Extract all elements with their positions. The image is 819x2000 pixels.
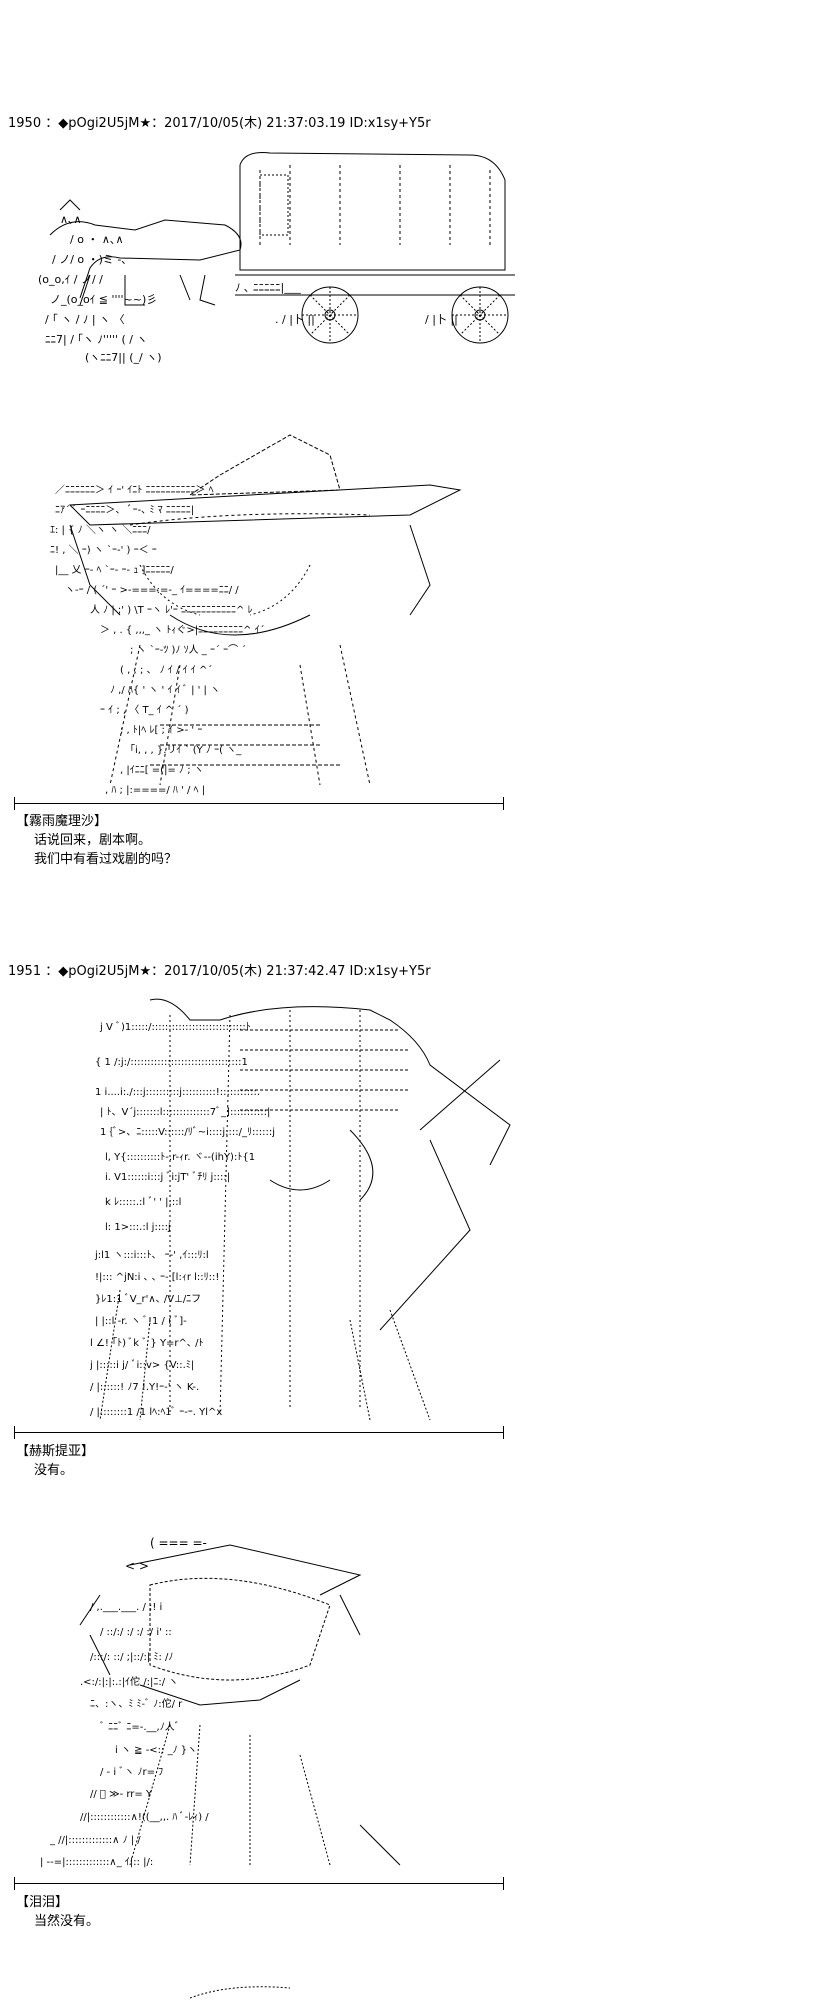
svg-text:}ﾚ1:1 ﾞV_r'∧､ /V⊥/ﾆフ: }ﾚ1:1 ﾞV_r'∧､ /V⊥/ﾆフ [95,1293,201,1305]
post-header-1951: 1951 ：◆pOgi2U5jM★：2017/10/05(木) 21:37:42… [8,964,431,979]
svg-text:j |:::::i j/ ﾞi::v>: j |:::::i j/ ﾞi::v> {V::.ﾐ| [90,1359,194,1371]
svg-text:_ //|:::::::::::::∧ ﾉ: _ //|:::::::::::::∧ ﾉ | / [49,1835,141,1846]
svg-text:{ 1 /:j:/:::::::::::: { 1 /:j:/:::::::::::::::::::::::::::::::… [95,1057,248,1068]
post-divider [14,797,504,810]
svg-text:/ ‐ i ﾞヽ ﾉr= ﾌ: / ‐ i ﾞヽ ﾉr= ﾌ [100,1766,163,1778]
svg-text:＞ , . { ,,,_ ヽ ﾄｨぐ>|ﾆﾆﾆﾆﾆﾆﾆﾆ: ＞ , . { ,,,_ ヽ ﾄｨぐ>|ﾆﾆﾆﾆﾆﾆﾆﾆﾆ^ ｲ´ [100,624,265,636]
svg-text:ｴ: | { ﾉ ＼ヽ ヽ ＼ﾆﾆﾆ/: ｴ: | { ﾉ ＼ヽ ヽ ＼ﾆﾆﾆ/ [50,524,151,536]
svg-text:( , ; ; 、 ﾉ ｲ / ｲ ｲ: ( , ; ; 、 ﾉ ｲ / ｲ ｲ ^´ [120,664,212,676]
svg-text:｢i, , , }.リｲ ` (Y ﾉ ｰ(: ｢i, , , }.リｲ ` (Y ﾉ ｰ( ヽ_ [130,744,242,756]
dialogue-line: 话说回来，剧本啊。 [34,833,152,848]
svg-text:k ﾚ:::::.:l ﾞ': k ﾚ:::::.:l ﾞ' ' |:::l [105,1196,181,1208]
svg-text:1 {ﾞ>、ﾆ:::::V::::::/ﾘﾞ~: 1 {ﾞ>、ﾆ:::::V::::::/ﾘﾞ~i::::j::::/_ﾘ::::… [100,1126,275,1138]
svg-text:人 ﾉ | ;' ) \T ｰヽ ﾚ'ｰ ﾆﾆﾆﾆﾆ: 人 ﾉ | ;' ) \T ｰヽ ﾚ'ｰ ﾆﾆﾆﾆﾆﾆﾆﾆﾆﾆﾆ^ ﾚ [90,604,253,616]
svg-text:ﾆ、:ヽ、ﾐ ﾐ-ﾞ ﾉ:佗/ r: ﾆ、:ヽ、ﾐ ﾐ-ﾞ ﾉ:佗/ r [90,1697,183,1710]
svg-text:/ ノ/ o ・)ミ -､: / ノ/ o ・)ミ -､ [52,253,127,266]
partial-ascii-art [189,1986,291,1999]
post-divider [14,1426,504,1439]
svg-text:(o_o,ｲ / ノ/ /: (o_o,ｲ / ノ/ / [38,273,103,286]
svg-text:l ∠! ｢ﾄ) ﾞk ﾞ } Y=r^: l ∠! ｢ﾄ) ﾞk ﾞ } Y=r^､ /ﾄ [90,1337,203,1349]
hestia-ascii-art: j V ﾞ)1:::::/:::::::::::::::::::::::::::… [90,998,511,1421]
svg-text:; , ﾄ|ﾍ ﾚ[ ; ｲ >- ': ; , ﾄ|ﾍ ﾚ[ ; ｲ >- ' ｰ [120,725,202,736]
svg-text:∧､∧: ∧､∧ [60,213,82,226]
third-ascii-art: ( === =- < > / ,.___.___. / ;! i / ::/:/… [40,1536,401,1868]
post-header-1950: 1950 ：◆pOgi2U5jM★：2017/10/05(木) 21:37:03… [8,116,431,131]
svg-text:l: 1>:::.:l: l: 1>:::.:l j::::j [105,1222,171,1233]
dialogue-line: 没有。 [34,1463,74,1478]
svg-text:|__ 乂 ｰ- ﾍ `ｰ- ｰ- ｭ ]ﾆ: |__ 乂 ｰ- ﾍ `ｰ- ｰ- ｭ ]ﾆﾆﾆﾆﾆ/ [55,564,174,576]
svg-text:ヽ-ｰ / ( ´' ｰ >-===:=-_ ｲ: ヽ-ｰ / ( ´' ｰ >-===:=-_ ｲ====ﾆﾆ/ / [65,584,239,596]
svg-text:ﾉ ,/ ﾊ{ ' ヽ ' ｲ ｲ ﾞ |: ﾉ ,/ ﾊ{ ' ヽ ' ｲ ｲ ﾞ | ' | ヽ [110,684,220,696]
svg-text:/ |卜 ||: / |卜 || [425,313,458,326]
svg-text:j V ﾞ)1:::::/:::::::::: j V ﾞ)1:::::/:::::::::::::::::::::::::::… [99,1021,251,1033]
marisa-ascii-art: ／ﾆﾆﾆﾆﾆﾆ＞ ｲ ｰ' ｲﾆﾄ ﾆﾆﾆﾆﾆﾆﾆﾆﾆﾆ＞ ﾍ ﾆｱ´ ﾞ ｰﾆ… [50,434,462,796]
svg-text:／ﾆﾆﾆﾆﾆﾆ＞ ｲ ｰ' ｲﾆﾄ ﾆﾆﾆﾆﾆﾆﾆﾆﾆﾆ: ／ﾆﾆﾆﾆﾆﾆ＞ ｲ ｰ' ｲﾆﾄ ﾆﾆﾆﾆﾆﾆﾆﾆﾆﾆ＞ ﾍ [55,484,214,496]
svg-text:/ |::::::::1 /1 lﾍ:: / |::::::::1 /1 lﾍ:ﾍ1ﾞ ｰ-ｰ. Yl^x [90,1406,222,1418]
svg-text:.<:/:|:|:.:|ｲ佗 /:|ﾆ:/ ヽ: .<:/:|:|:.:|ｲ佗 /:|ﾆ:/ ヽ [80,1675,178,1688]
svg-text:1 i....i:./:::j::::::::::: 1 i....i:./:::j::::::::::j::::::::::!:::… [95,1087,260,1098]
svg-text:ﾞ ﾆﾆﾞ ﾆ=-.__,ﾉ人ﾞ: ﾞ ﾆﾆﾞ ﾆ=-.__,ﾉ人ﾞ [100,1721,180,1733]
svg-text:; ヽ `ｰ-ﾂ )ﾉ ｿ人 _ ｰ´ ｰ⌒ ´: ; ヽ `ｰ-ﾂ )ﾉ ｿ人 _ ｰ´ ｰ⌒ ´ [130,644,246,656]
svg-text:ﾆ! , ＼ ｰ) ヽ `ｰ-' ) ｰ＜ ｰ: ﾆ! , ＼ ｰ) ヽ `ｰ-' ) ｰ＜ ｰ [50,544,157,556]
dialogue-line: 我们中有看过戏剧的吗？ [34,852,178,867]
svg-text:j:l1 ヽ:::i:::ﾄ、: j:l1 ヽ:::i:::ﾄ、 ｰ-' ,ｲ:::ﾘ:l [94,1250,209,1261]
svg-text:, ﾊ ; |:====/ ﾊ ' / ﾍ |: , ﾊ ; |:====/ ﾊ ' / ﾍ | [105,785,205,796]
svg-text:ﾆﾆ7| / ｢ヽ ﾉ''''' ( / ヽ: ﾆﾆ7| / ｢ヽ ﾉ''''' ( / ヽ [45,333,148,346]
svg-text:/ ,.___.___. / ;! i: / ,.___.___. / ;! i [90,1602,162,1613]
svg-text:| ﾄ、V´j:::::::l:::::::: | ﾄ、V´j:::::::l::::::::::::::7ﾞ_]:::::::… [100,1106,270,1118]
svg-text:| ‐‐=|:::::::::::::∧_ ｲ|::: | ‐‐=|:::::::::::::∧_ ｲ|:: |/: [40,1857,153,1868]
svg-text:, |ｲﾆﾆ[ =(|= ﾉ ; ヽ: , |ｲﾆﾆ[ =(|= ﾉ ; ヽ [120,765,204,776]
svg-text:ﾆｱ´ ﾞ ｰﾆﾆﾆﾆ＞、 ﾞｰ-､ ﾐ ﾏ ﾆﾆﾆﾆﾆ: ﾆｱ´ ﾞ ｰﾆﾆﾆﾆ＞、 ﾞｰ-､ ﾐ ﾏ ﾆﾆﾆﾆﾆ| [55,504,194,516]
svg-text:( === =-: ( === =- [150,1536,207,1550]
svg-text:< >: < > [125,1559,149,1573]
svg-text:/ ｢ ヽ / ﾉ | ヽ 〈: / ｢ ヽ / ﾉ | ヽ 〈 [45,313,125,326]
svg-text:/ ::/:/ :/ :/ :/ i' ::: / ::/:/ :/ :/ :/ i' :: [100,1627,172,1638]
svg-text:!|::: ^jN:i ､ ､ ｰ- [l: !|::: ^jN:i ､ ､ ｰ- [l:ｨr l::ﾘ::! [95,1272,219,1283]
svg-text:ノ_(o_oｲ ≦ ''''~~)彡: ノ_(o_oｲ ≦ ''''~~)彡 [50,293,157,306]
svg-text:ﾉ ､ ﾆﾆﾆﾆﾆ|___: ﾉ ､ ﾆﾆﾆﾆﾆ|___ [235,281,301,294]
svg-text:i. V1::::::i:::j ﾞi:jT': i. V1::::::i:::j ﾞi:jT' ﾞﾁﾘ j::::| [105,1171,230,1183]
speaker-name: 【泪泪】 [16,1895,69,1910]
speaker-name: 【霧雨魔理沙】 [16,814,108,829]
svg-text:/:::/: ::/ ;|::/:| ﾐ: /ﾉ: /:::/: ::/ ;|::/:| ﾐ: /ﾉ [90,1652,173,1663]
svg-text:/ o ・ ∧､∧: / o ・ ∧､∧ [70,233,124,246]
svg-text://|::::::::::::∧!((__,,. ﾊ: //|::::::::::::∧!((__,,. ﾊ ﾞ-ﾚｨ) / [80,1811,209,1823]
svg-text:. / |卜 ||: . / |卜 || [275,313,315,326]
svg-text:| |::l -r. ヽ ﾞ!1 /: | |::l -r. ヽ ﾞ!1 / ( ﾞ]- [95,1315,187,1327]
wagon-ascii-art: ∧､∧ / o ・ ∧､∧ / ノ/ o ・)ミ -､ (o_o,ｲ / ノ/ … [38,152,515,364]
svg-text:i ヽ ≧ ‐<:: _ﾉ }ヽ: i ヽ ≧ ‐<:: _ﾉ }ヽ [115,1745,197,1756]
svg-text:/ |::::::! ﾉ7 !.Y!ｰ-': / |::::::! ﾉ7 !.Y!ｰ-' ヽ K-. [90,1382,199,1393]
svg-text:ｰ ｲ ; , 〈 T_ ｲ ^ ´ ): ｰ ｲ ; , 〈 T_ ｲ ^ ´ ) [100,704,189,716]
svg-text:(ヽﾆﾆ7|| (_/ ヽ): (ヽﾆﾆ7|| (_/ ヽ) [85,351,161,364]
dialogue-line: 当然没有。 [34,1914,100,1929]
speaker-name: 【赫斯提亚】 [16,1444,95,1459]
svg-text:l, Y{::::::::::ﾄ-.r-ｨr: l, Y{::::::::::ﾄ-.r-ｨr. ヾ--(ihY):ﾄ{1 [105,1152,255,1163]
svg-text:// ﾞ ≫- rr=: // ﾞ ≫- rr= Y [90,1789,153,1800]
post-divider [14,1877,504,1890]
